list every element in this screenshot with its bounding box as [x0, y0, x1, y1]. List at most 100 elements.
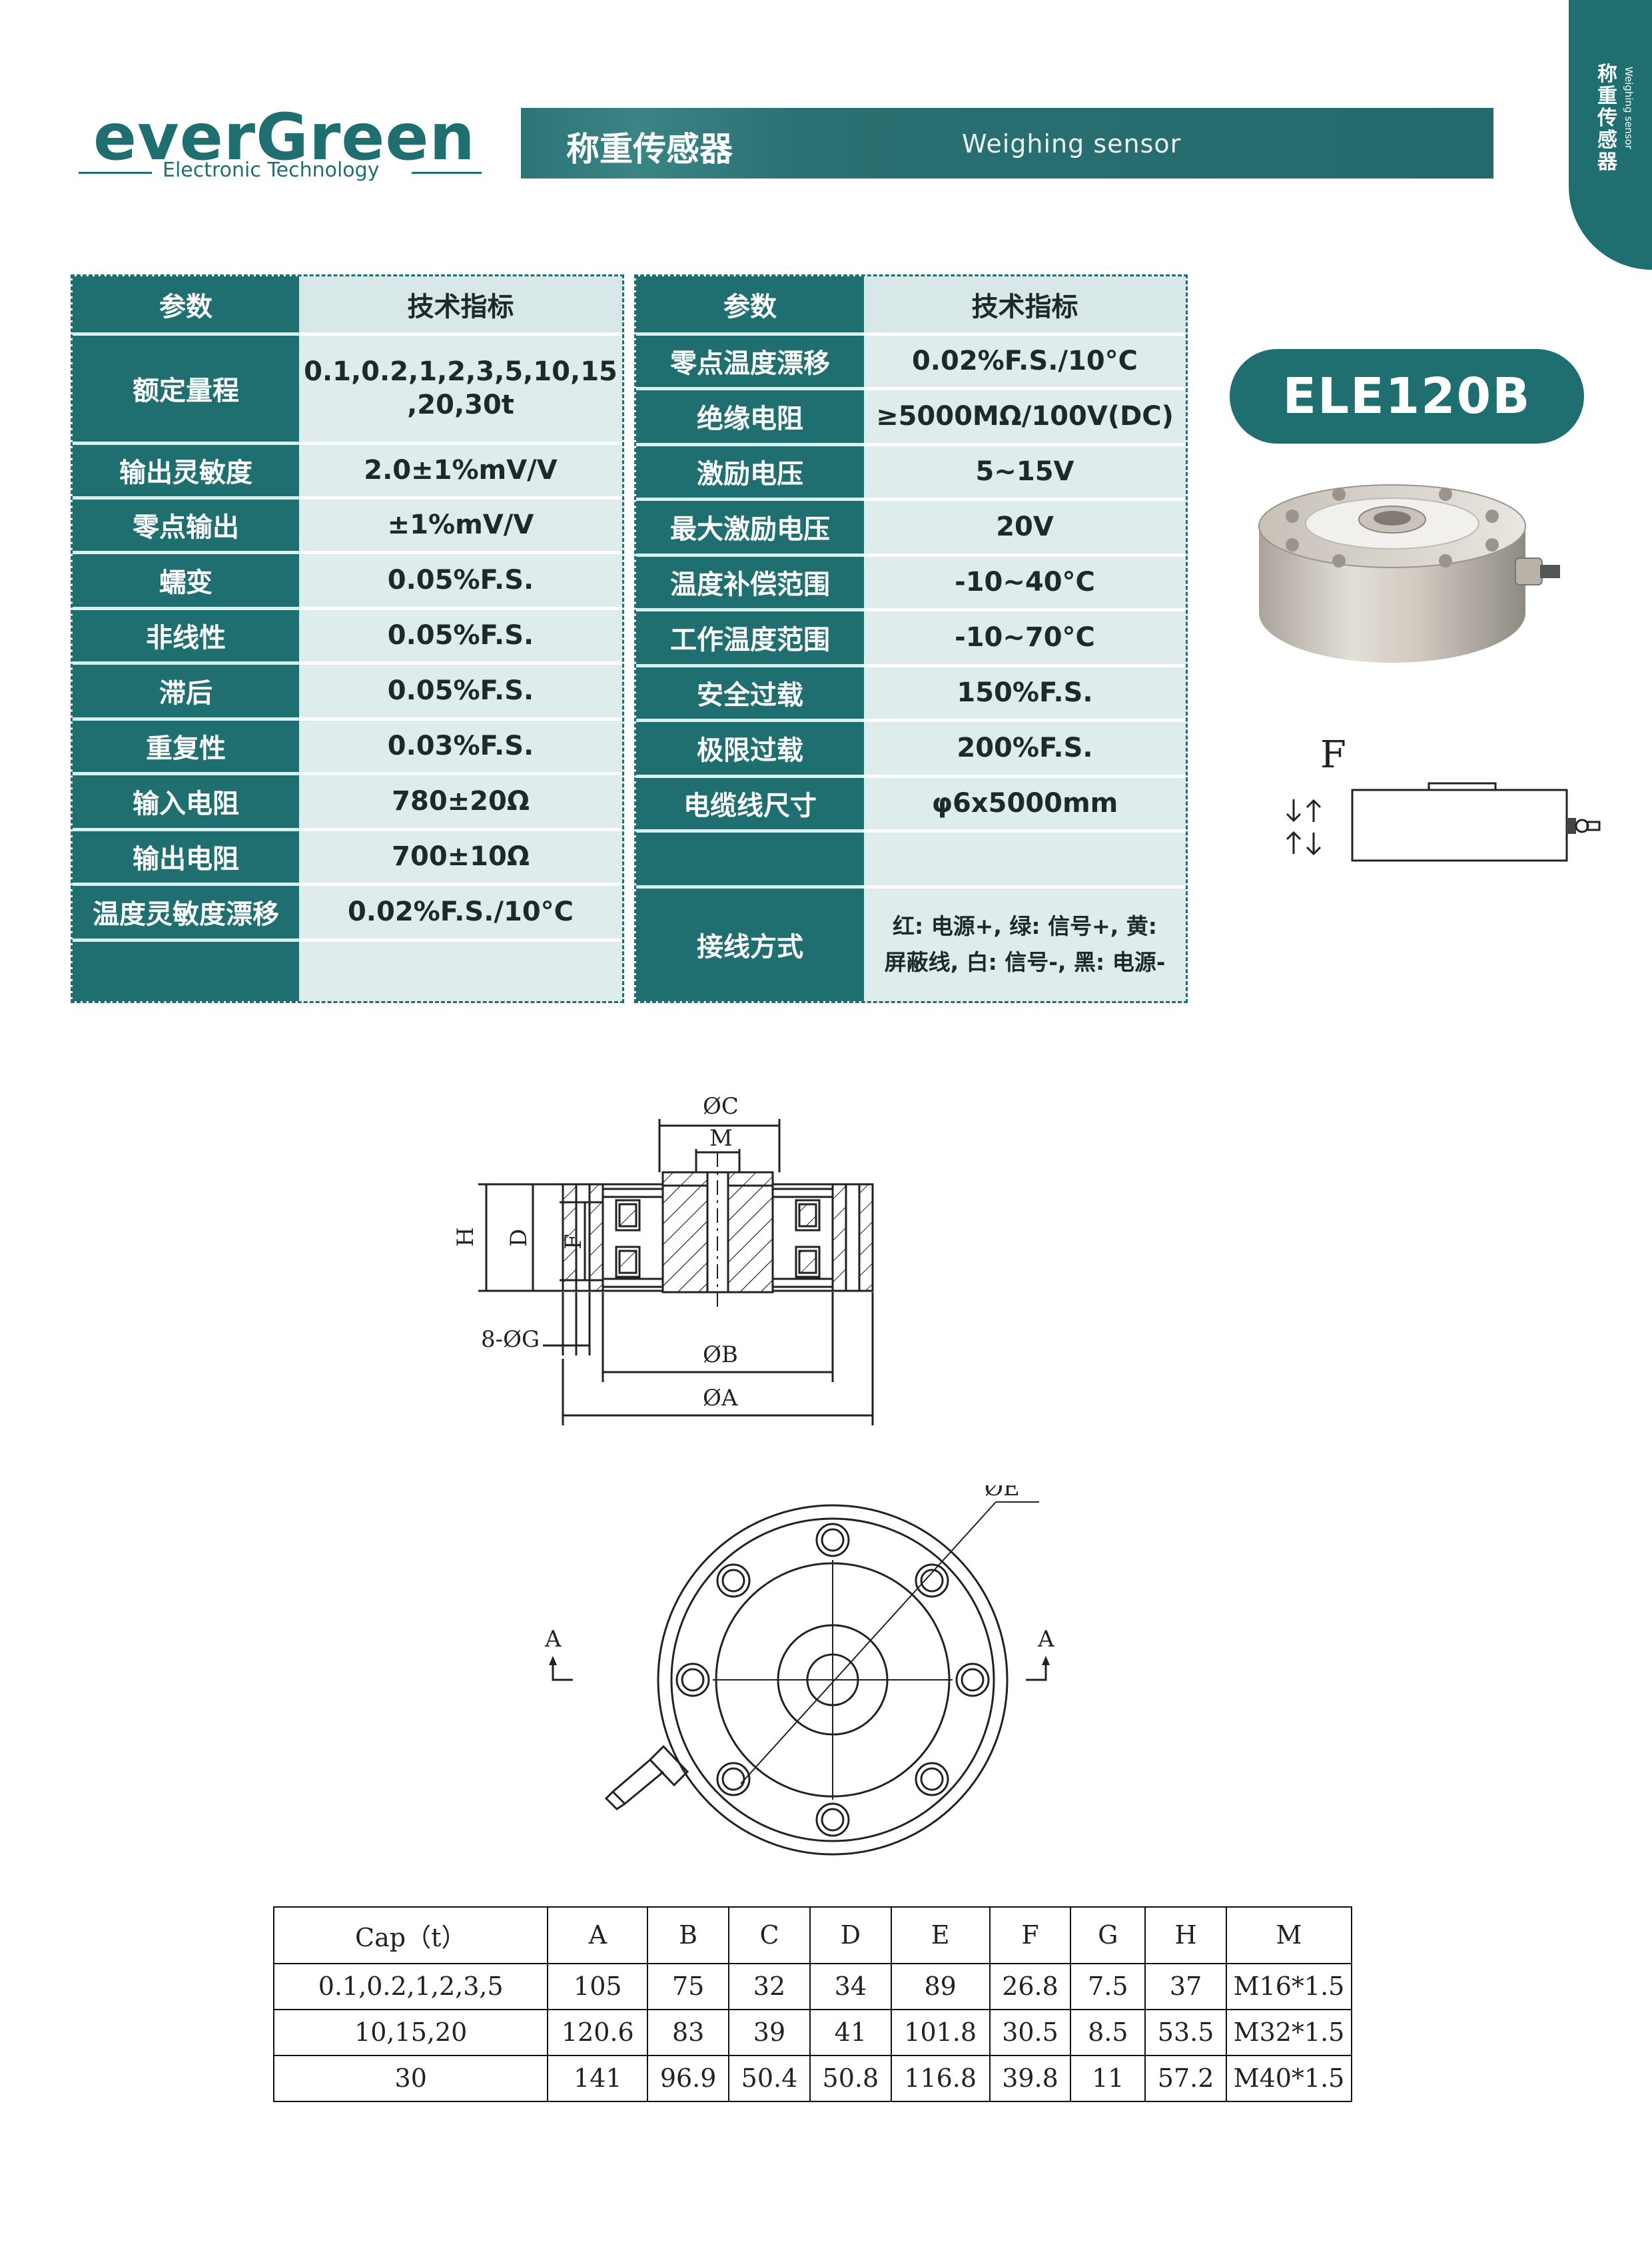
table-cell: 141: [547, 2054, 649, 2103]
section-mark-left: A: [544, 1626, 562, 1653]
table-cell: 32: [728, 1962, 811, 2010]
side-tab-title-en: Weighing sensor: [1623, 67, 1635, 150]
param-value: 20V: [864, 499, 1186, 557]
table-cell: M40*1.5: [1226, 2054, 1352, 2103]
param-label: 安全过载: [636, 665, 864, 722]
table-cell: 0.1,0.2,1,2,3,5: [272, 1962, 549, 2010]
param-value: 0.05%F.S.: [299, 663, 622, 721]
column-header: D: [809, 1906, 892, 1964]
column-header: C: [728, 1906, 811, 1964]
table-cell: 50.4: [728, 2054, 811, 2103]
param-value: -10~70°C: [864, 609, 1186, 667]
table-cell: 30.5: [989, 2008, 1072, 2056]
table-row: 接线方式 红: 电源+, 绿: 信号+, 黄: 屏蔽线, 白: 信号-, 黑: …: [636, 887, 1186, 1001]
wiring-value: 红: 电源+, 绿: 信号+, 黄: 屏蔽线, 白: 信号-, 黑: 电源-: [864, 887, 1186, 1001]
param-value: 780±20Ω: [299, 773, 622, 831]
model-badge: ELE120B: [1230, 349, 1584, 444]
product-photo: [1258, 484, 1560, 663]
param-label: 极限过载: [636, 720, 864, 778]
table-cell: 75: [647, 1962, 730, 2010]
dim-label-b: ØB: [703, 1341, 738, 1368]
param-value: 0.03%F.S.: [299, 719, 622, 775]
dimension-header-row: Cap（t） A B C D E F G H M: [272, 1906, 1352, 1964]
table-header-row: 参数 技术指标: [636, 276, 1186, 336]
dim-label-m: M: [709, 1125, 733, 1152]
table-cell: 10,15,20: [272, 2008, 549, 2056]
table-cell: M16*1.5: [1226, 1962, 1352, 2010]
param-value: 0.02%F.S./10°C: [864, 334, 1186, 390]
column-header: A: [547, 1906, 649, 1964]
table-cell: 7.5: [1070, 1962, 1146, 2010]
banner-title-en: Weighing sensor: [962, 129, 1182, 159]
wiring-line2: 屏蔽线, 白: 信号-, 黑: 电源-: [884, 949, 1166, 976]
table-row: 零点输出±1%mV/V: [73, 498, 622, 554]
param-value: 0.05%F.S.: [299, 608, 622, 665]
column-header: B: [647, 1906, 730, 1964]
param-label: 输出电阻: [73, 829, 299, 886]
table-row: 0.1,0.2,1,2,3,5 105 75 32 34 89 26.8 7.5…: [272, 1962, 1352, 2010]
table-cell: 50.8: [809, 2054, 892, 2103]
table-cell: 37: [1144, 1962, 1228, 2010]
table-cell: 8.5: [1070, 2008, 1146, 2056]
param-value: 150%F.S.: [864, 665, 1186, 722]
table-row: 额定量程 0.1,0.2,1,2,3,5,10,15 ,20,30t: [73, 334, 622, 445]
section-mark-right: A: [1037, 1626, 1054, 1653]
table-cell: 39.8: [989, 2054, 1072, 2103]
param-label: 工作温度范围: [636, 609, 864, 667]
param-label: 温度补偿范围: [636, 555, 864, 611]
banner-title-cn: 称重传感器: [566, 130, 733, 169]
param-label: 额定量程: [73, 334, 299, 445]
logo-divider-left: [79, 172, 152, 174]
force-diagram: F: [1286, 739, 1601, 862]
param-value: -10~40°C: [864, 555, 1186, 611]
table-row: 30 141 96.9 50.4 50.8 116.8 39.8 11 57.2…: [272, 2054, 1352, 2103]
dim-label-c: ØC: [703, 1093, 739, 1120]
column-header: E: [890, 1906, 991, 1964]
column-header: G: [1070, 1906, 1146, 1964]
header-param: 参数: [636, 276, 864, 336]
wiring-line1: 红: 电源+, 绿: 信号+, 黄:: [893, 913, 1157, 940]
dim-label-e: ØE: [985, 1485, 1020, 1501]
force-label: F: [1320, 739, 1346, 777]
table-cell: 34: [809, 1962, 892, 2010]
header-value: 技术指标: [864, 276, 1186, 336]
brand-logo: everGreen: [93, 100, 476, 175]
section-drawing: ØC M H D F 8-ØG ØB ØA: [452, 1093, 874, 1425]
column-header: F: [989, 1906, 1072, 1964]
dim-label-a: ØA: [703, 1385, 738, 1411]
param-value: 2.0±1%mV/V: [299, 443, 622, 500]
bolt-holes: [675, 1523, 990, 1837]
logo-divider-right: [412, 172, 482, 174]
table-header-row: 参数 技术指标: [73, 276, 622, 336]
table-row: 10,15,20 120.6 83 39 41 101.8 30.5 8.5 5…: [272, 2008, 1352, 2056]
param-label: 接线方式: [636, 887, 864, 1001]
empty-cell: [299, 940, 622, 1001]
top-view-drawing: ØE A A: [544, 1485, 1054, 1856]
table-row-empty: [73, 940, 622, 1001]
dim-label-f: F: [560, 1234, 587, 1250]
param-label: 重复性: [73, 719, 299, 775]
param-label: 输入电阻: [73, 773, 299, 831]
param-label: 零点温度漂移: [636, 334, 864, 390]
table-cell: 105: [547, 1962, 649, 2010]
param-value: ±1%mV/V: [299, 498, 622, 554]
param-value: 0.05%F.S.: [299, 552, 622, 610]
column-header: Cap（t）: [272, 1906, 549, 1964]
param-label: 滞后: [73, 663, 299, 721]
param-value: 700±10Ω: [299, 829, 622, 886]
param-label: 最大激励电压: [636, 499, 864, 557]
